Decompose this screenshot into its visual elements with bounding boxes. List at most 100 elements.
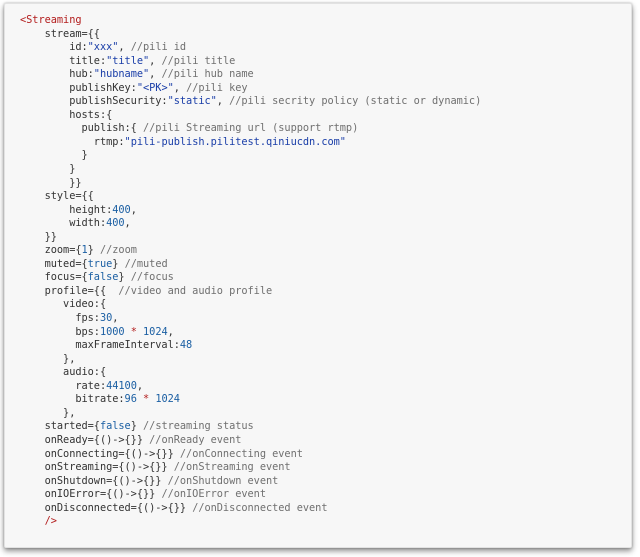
code-line: onConnecting={()->{}} //onConnecting eve…: [20, 448, 481, 462]
code-token: onIOError={()->{}}: [20, 488, 162, 501]
code-token: publish:{: [20, 122, 143, 135]
code-token: focus={: [20, 271, 88, 284]
code-line: fps:30,: [20, 312, 481, 326]
code-token: //pili secrity policy (static or dynamic…: [229, 95, 482, 108]
code-line: onShutdown={()->{}} //onShutdown event: [20, 475, 481, 489]
code-token: *: [143, 393, 150, 406]
code-token: ,: [149, 68, 162, 81]
code-line: muted={true} //muted: [20, 258, 481, 272]
code-line: <Streaming: [20, 14, 481, 28]
code-token: ,: [112, 312, 119, 325]
code-line: profile={{ //video and audio profile: [20, 285, 481, 299]
code-line: publishKey:"<PK>", //pili key: [20, 82, 481, 96]
code-line: publishSecurity:"static", //pili secrity…: [20, 95, 481, 109]
code-line: height:400,: [20, 204, 481, 218]
code-token: 96: [124, 393, 137, 406]
code-token: profile={{: [20, 284, 119, 297]
code-token: onConnecting={()->{}}: [20, 447, 180, 460]
code-line: publish:{ //pili Streaming url (support …: [20, 122, 481, 136]
code-token: muted={: [20, 257, 88, 270]
code-line: focus={false} //focus: [20, 271, 481, 285]
code-line: hosts:{: [20, 109, 481, 123]
code-token: onStreaming={()->{}}: [20, 461, 174, 474]
code-token: true: [87, 257, 113, 270]
code-token: //zoom: [99, 244, 137, 257]
code-token: width:: [20, 217, 107, 230]
code-block: <Streaming stream={{ id:"xxx", //pili id…: [20, 14, 481, 529]
code-token: false: [87, 271, 119, 284]
code-token: 1: [81, 244, 88, 257]
code-token: ,: [130, 203, 137, 216]
code-token: bps:: [20, 325, 100, 338]
code-token: ,: [118, 41, 131, 54]
code-token: false: [99, 420, 131, 433]
code-line: },: [20, 353, 481, 367]
code-token: ,: [173, 81, 187, 94]
code-line: id:"xxx", //pili id: [20, 41, 481, 55]
code-token: }}: [20, 230, 57, 243]
code-token: fps:: [20, 312, 100, 325]
code-token: bitrate:: [20, 393, 125, 406]
code-token: audio:{: [20, 366, 107, 379]
code-token: //onDisconnected event: [192, 501, 328, 514]
code-line: started={false} //streaming status: [20, 420, 481, 434]
code-token: //video and audio profile: [118, 284, 273, 297]
code-token: hosts:{: [20, 108, 113, 121]
code-token: <Streaming: [20, 14, 82, 26]
code-token: //onIOError event: [161, 488, 266, 501]
code-token: ,: [124, 217, 131, 230]
code-token: //onConnecting event: [179, 447, 303, 460]
code-token: 400: [112, 203, 131, 216]
code-token: },: [20, 352, 76, 365]
code-token: 48: [179, 339, 193, 352]
code-token: ,: [167, 325, 174, 338]
code-token: //focus: [130, 271, 174, 284]
code-line: title:"title", //pili title: [20, 55, 481, 69]
code-token: 400: [106, 217, 125, 230]
code-token: }: [20, 163, 76, 176]
code-line: bitrate:96 * 1024: [20, 393, 481, 407]
code-token: },: [20, 406, 76, 419]
code-token: "title": [106, 54, 150, 67]
code-token: }: [87, 244, 100, 257]
code-line: hub:"hubname", //pili hub name: [20, 68, 481, 82]
code-token: rtmp:: [20, 135, 125, 148]
code-line: }}: [20, 177, 481, 191]
code-token: //pili id: [130, 41, 187, 54]
code-line: bps:1000 * 1024,: [20, 326, 481, 340]
code-token: "hubname": [93, 68, 150, 81]
code-token: //muted: [124, 257, 168, 270]
code-token: //pili hub name: [161, 68, 254, 81]
code-token: 44100: [106, 379, 137, 392]
code-token: 1024: [155, 393, 180, 406]
code-token: id:: [20, 41, 88, 54]
code-line: video:{: [20, 298, 481, 312]
code-token: publishSecurity:: [20, 95, 168, 108]
code-token: 30: [99, 312, 113, 325]
code-token: //pili title: [161, 54, 236, 67]
code-line: },: [20, 407, 481, 421]
code-token: "static": [167, 95, 217, 108]
code-token: publishKey:: [20, 81, 137, 94]
code-token: ,: [216, 95, 230, 108]
code-line: rtmp:"pili-publish.pilitest.qiniucdn.com…: [20, 136, 481, 150]
code-token: stream={{: [20, 27, 100, 40]
code-token: }: [130, 420, 144, 433]
code-token: 1000: [99, 325, 125, 338]
code-line: />: [20, 515, 481, 529]
code-token: }: [20, 149, 88, 162]
code-token: *: [130, 325, 137, 338]
code-token: //onStreaming event: [173, 461, 291, 474]
code-line: rate:44100,: [20, 380, 481, 394]
code-line: onIOError={()->{}} //onIOError event: [20, 488, 481, 502]
code-token: zoom={: [20, 244, 82, 257]
code-token: title:: [20, 54, 107, 67]
code-token: }}: [20, 176, 82, 189]
code-token: }: [112, 257, 125, 270]
code-token: //pili Streaming url (support rtmp): [143, 122, 359, 135]
code-line: width:400,: [20, 217, 481, 231]
code-token: started={: [20, 420, 100, 433]
code-snippet-panel: <Streaming stream={{ id:"xxx", //pili id…: [4, 3, 632, 548]
code-line: onStreaming={()->{}} //onStreaming event: [20, 461, 481, 475]
code-token: //onShutdown event: [167, 474, 279, 487]
